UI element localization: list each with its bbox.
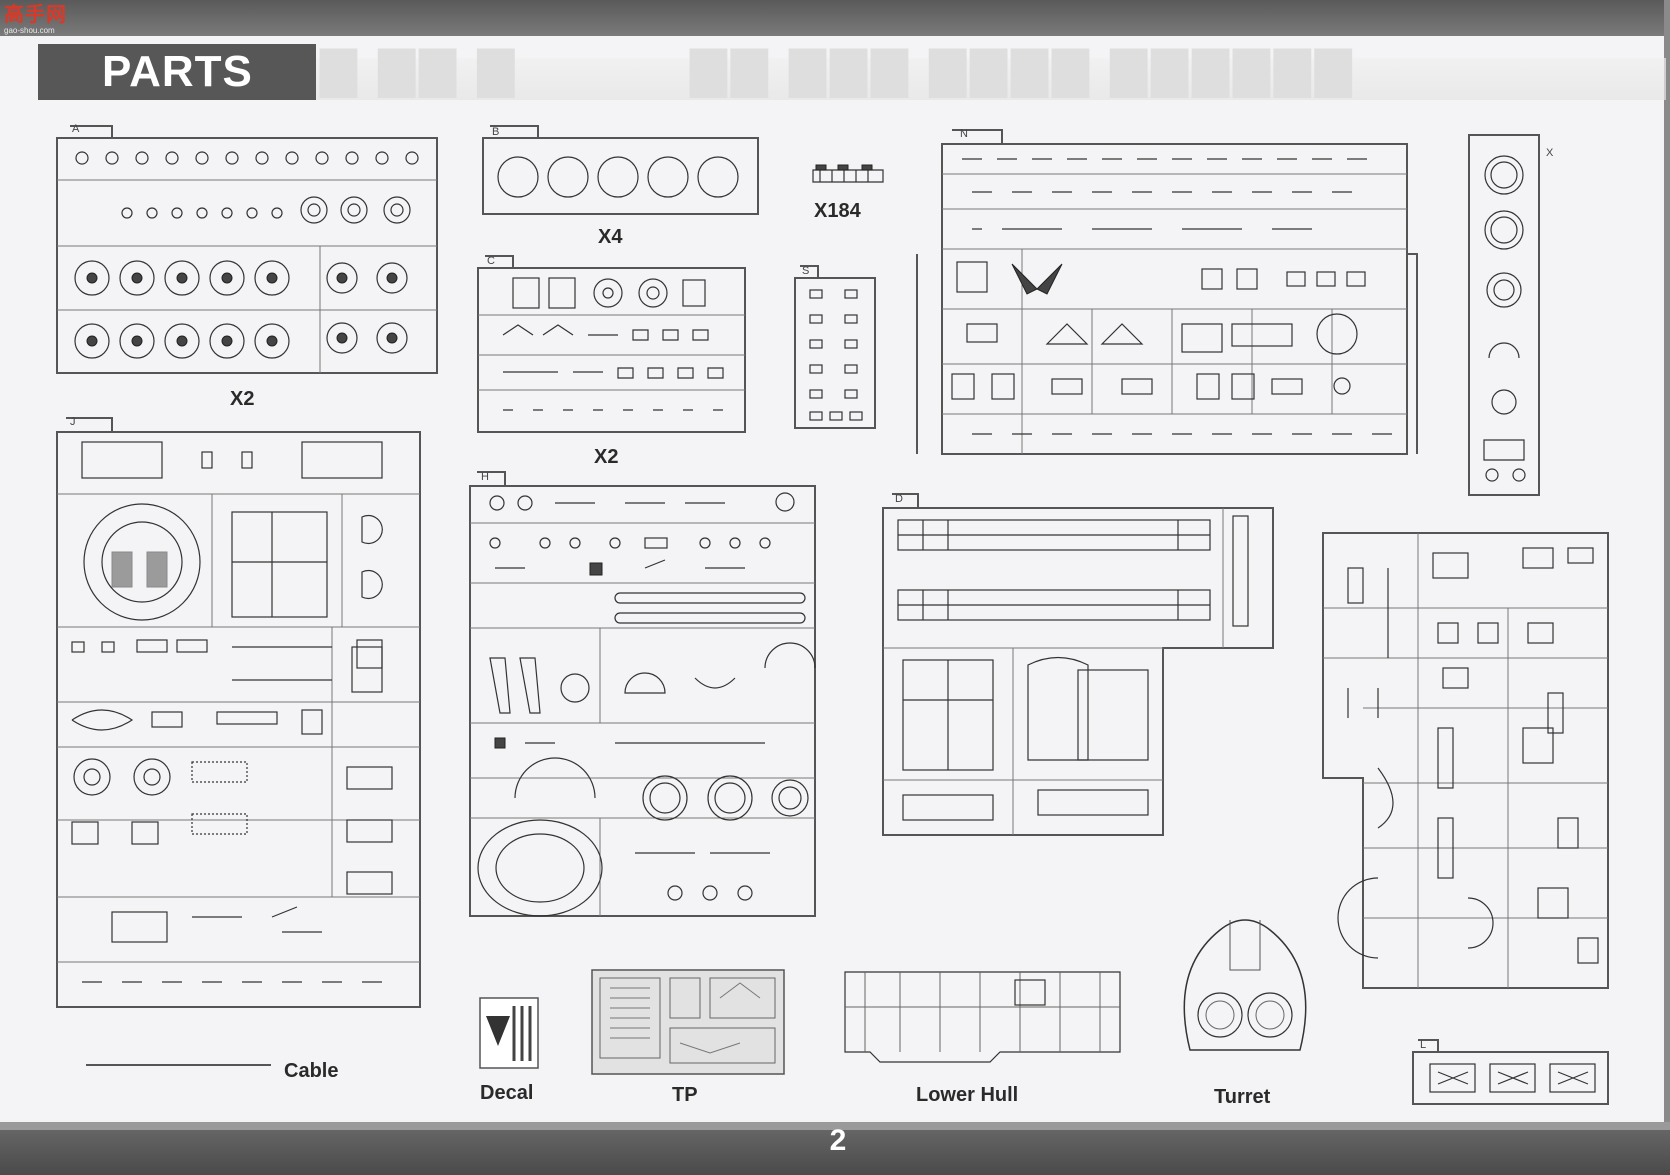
sprue-j: J bbox=[56, 416, 421, 1008]
sprue-h: H bbox=[469, 471, 816, 917]
sprue-h-letter: H bbox=[481, 471, 489, 483]
sprue-c-letter: C bbox=[487, 255, 495, 267]
sprue-n: N bbox=[916, 128, 1418, 455]
decal-sheet bbox=[479, 997, 539, 1069]
sprue-b: B bbox=[482, 125, 759, 215]
sprue-x-letter: X bbox=[1546, 147, 1554, 159]
sprue-s-letter: S bbox=[802, 265, 809, 277]
tp-sheet bbox=[591, 969, 785, 1075]
sprue-c: C bbox=[477, 255, 746, 433]
turret-part bbox=[1183, 919, 1307, 1051]
site-logo: 高手网 gao-shou.com bbox=[4, 4, 70, 35]
tp-label: TP bbox=[672, 1084, 698, 1106]
sprue-right bbox=[1322, 532, 1609, 989]
sprue-b-multiplier: X4 bbox=[598, 226, 623, 248]
sprue-a-letter: A bbox=[72, 123, 80, 135]
sprue-j-letter: J bbox=[70, 416, 76, 428]
page-edge bbox=[1664, 0, 1670, 1175]
sprue-b-letter: B bbox=[492, 126, 499, 138]
sprue-d: D bbox=[882, 493, 1274, 836]
lower-hull-part bbox=[844, 971, 1121, 1063]
sprue-n-letter: N bbox=[960, 128, 968, 140]
cable-label: Cable bbox=[284, 1060, 339, 1082]
bleed-through-graphic: ▇▇ ▇▇▇ ▇▇▇▇ ▇▇▇▇▇▇ bbox=[690, 44, 1356, 97]
page-title: PARTS bbox=[38, 44, 316, 100]
sprue-l-letter: L bbox=[1420, 1039, 1426, 1051]
cable-line bbox=[86, 1064, 271, 1066]
bleed-through-graphic: ▇ ▇▇ ▇ bbox=[320, 44, 519, 97]
sprue-c-multiplier: X2 bbox=[594, 446, 619, 468]
logo-subtitle: gao-shou.com bbox=[4, 26, 55, 35]
turret-label: Turret bbox=[1214, 1086, 1271, 1108]
sprue-d-letter: D bbox=[895, 493, 903, 505]
bottom-band bbox=[0, 1122, 1670, 1175]
sprue-x: X bbox=[1468, 134, 1554, 496]
sprue-a-multiplier: X2 bbox=[230, 388, 255, 410]
lower-hull-label: Lower Hull bbox=[916, 1084, 1019, 1106]
header-background bbox=[316, 58, 1666, 100]
top-band bbox=[0, 0, 1670, 36]
sprue-s: S bbox=[794, 265, 876, 429]
sprue-l: L bbox=[1412, 1039, 1609, 1105]
logo-title: 高手网 bbox=[4, 4, 67, 26]
sprue-a: A bbox=[56, 123, 438, 374]
page-number: 2 bbox=[829, 1124, 847, 1157]
decal-label: Decal bbox=[480, 1082, 534, 1104]
track-link-multiplier: X184 bbox=[814, 200, 861, 222]
track-link bbox=[812, 164, 884, 183]
